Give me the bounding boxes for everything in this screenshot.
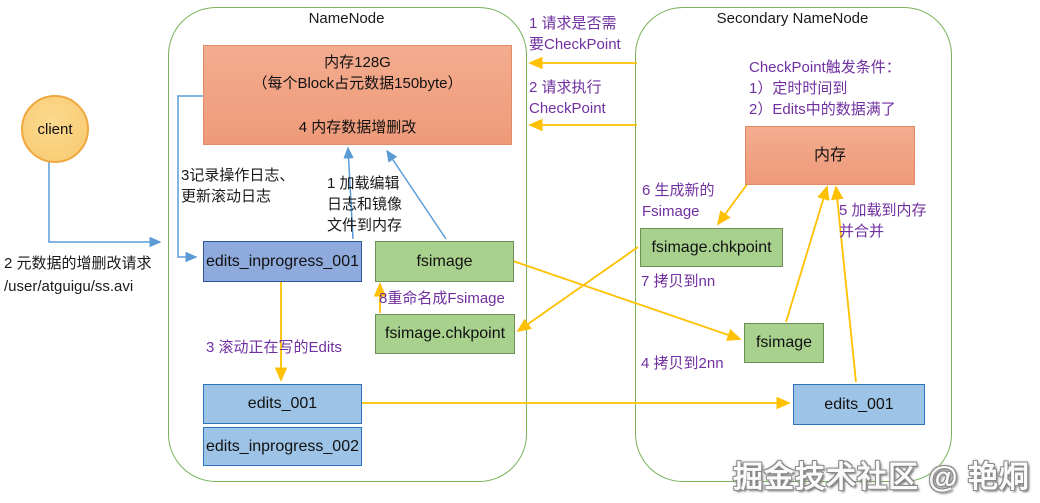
watermark: 掘金技术社区 @ 艳烔 — [733, 461, 1030, 494]
snn-fsimage-chkpoint-box: fsimage.chkpoint — [640, 228, 783, 267]
label-checkpoint-conditions: CheckPoint触发条件： 1）定时时间到 2）Edits中的数据满了 — [749, 59, 901, 118]
client-request-label: 2 元数据的增删改请求 /user/atguigu/ss.avi — [4, 255, 152, 296]
label-copy-to-nn: 7 拷贝到nn — [641, 273, 716, 290]
namenode-container — [168, 7, 527, 482]
secondary-namenode-title: Secondary NameNode — [716, 10, 869, 27]
label-record-log: 3记录操作日志、 更新滚动日志 — [181, 167, 295, 205]
nn-edits-inprogress-002-box: edits_inprogress_002 — [203, 427, 362, 466]
arrow-load-fsimage-to-memory — [386, 149, 447, 240]
snn-fsimage-box: fsimage — [744, 323, 824, 363]
arrow-load-snn-fsimage-to-memory — [785, 185, 830, 323]
label-generate-fsimage: 6 生成新的 Fsimage — [642, 182, 715, 220]
client-circle: client — [21, 95, 89, 163]
label-exec-checkpoint: 2 请求执行 CheckPoint — [529, 79, 606, 117]
secondary-namenode-container — [635, 7, 952, 482]
nn-edits-inprogress-001-box: edits_inprogress_001 — [203, 241, 362, 282]
arrow-record-log — [177, 95, 203, 263]
arrow-copy-chkpoint-to-nn — [516, 246, 639, 333]
snn-edits-001-box: edits_001 — [793, 384, 925, 425]
label-copy-to-2nn: 4 拷贝到2nn — [641, 355, 724, 372]
nn-fsimage-chkpoint-box: fsimage.chkpoint — [375, 314, 515, 354]
nn-memory-box: 内存128G （每个Block占元数据150byte） 4 内存数据增删改 — [203, 45, 512, 145]
client-label: client — [37, 120, 73, 138]
namenode-title: NameNode — [308, 10, 385, 27]
nn-edits-001-box: edits_001 — [203, 384, 362, 424]
label-load-merge: 5 加载到内存 并合并 — [839, 202, 927, 240]
arrow-client-request — [48, 161, 162, 248]
label-load-to-memory: 1 加载编辑 日志和镜像 文件到内存 — [327, 175, 403, 234]
arrow-load-edits-to-memory — [343, 146, 354, 240]
snn-memory-box: 内存 — [745, 126, 915, 185]
label-roll-edits: 3 滚动正在写的Edits — [206, 339, 342, 356]
label-rename-fsimage: 8重命名成Fsimage — [379, 290, 505, 307]
label-ask-checkpoint: 1 请求是否需 要CheckPoint — [529, 15, 621, 53]
arrow-copy-fsimage-to-2nn — [512, 260, 742, 341]
arrow-generate-chkpoint — [716, 182, 749, 226]
nn-fsimage-box: fsimage — [375, 241, 514, 282]
arrow-load-snn-edits-to-memory — [831, 185, 857, 383]
